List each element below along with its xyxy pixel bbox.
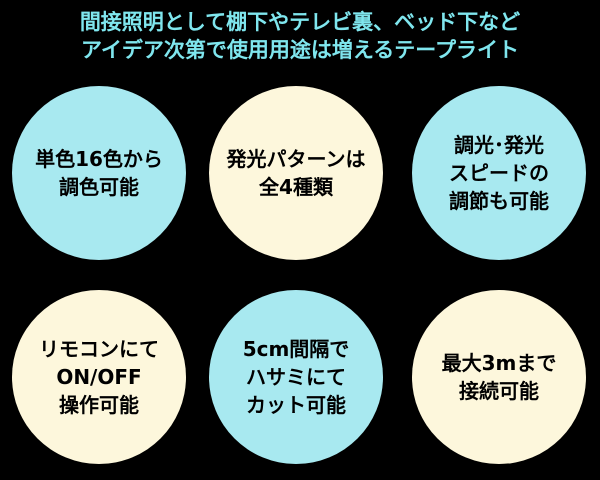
feature-text: 単色16色から xyxy=(35,147,163,171)
feature-circle-connect: 最大3mまで 接続可能 xyxy=(412,290,586,464)
feature-text: 接続可能 xyxy=(459,379,539,403)
feature-text: 最大3mまで xyxy=(441,351,557,375)
feature-circle-cut: 5cm間隔で ハサミにて カット可能 xyxy=(209,290,383,464)
feature-circle-dimming: 調光･発光 スピードの 調節も可能 xyxy=(412,86,586,260)
feature-text: 操作可能 xyxy=(59,393,139,417)
feature-text: 発光パターンは xyxy=(226,147,366,171)
headline: 間接照明として棚下やテレビ裏、ベッド下など アイデア次第で使用用途は増えるテープ… xyxy=(0,8,600,64)
feature-text: カット可能 xyxy=(246,393,346,417)
feature-circle-color: 単色16色から 調色可能 xyxy=(12,86,186,260)
feature-text: 調色可能 xyxy=(59,175,139,199)
headline-line-2: アイデア次第で使用用途は増えるテープライト xyxy=(80,38,520,62)
feature-circle-remote: リモコンにて ON/OFF 操作可能 xyxy=(12,290,186,464)
feature-text: 調節も可能 xyxy=(449,189,549,213)
feature-circle-patterns: 発光パターンは 全4種類 xyxy=(209,86,383,260)
feature-text: 調光･発光 xyxy=(454,133,544,157)
feature-text: ON/OFF xyxy=(56,365,142,389)
headline-line-1: 間接照明として棚下やテレビ裏、ベッド下など xyxy=(79,10,521,34)
feature-text: スピードの xyxy=(449,161,549,185)
feature-text: 全4種類 xyxy=(259,175,333,199)
feature-text: 5cm間隔で xyxy=(242,337,350,361)
feature-text: ハサミにて xyxy=(246,365,346,389)
feature-text: リモコンにて xyxy=(39,337,159,361)
